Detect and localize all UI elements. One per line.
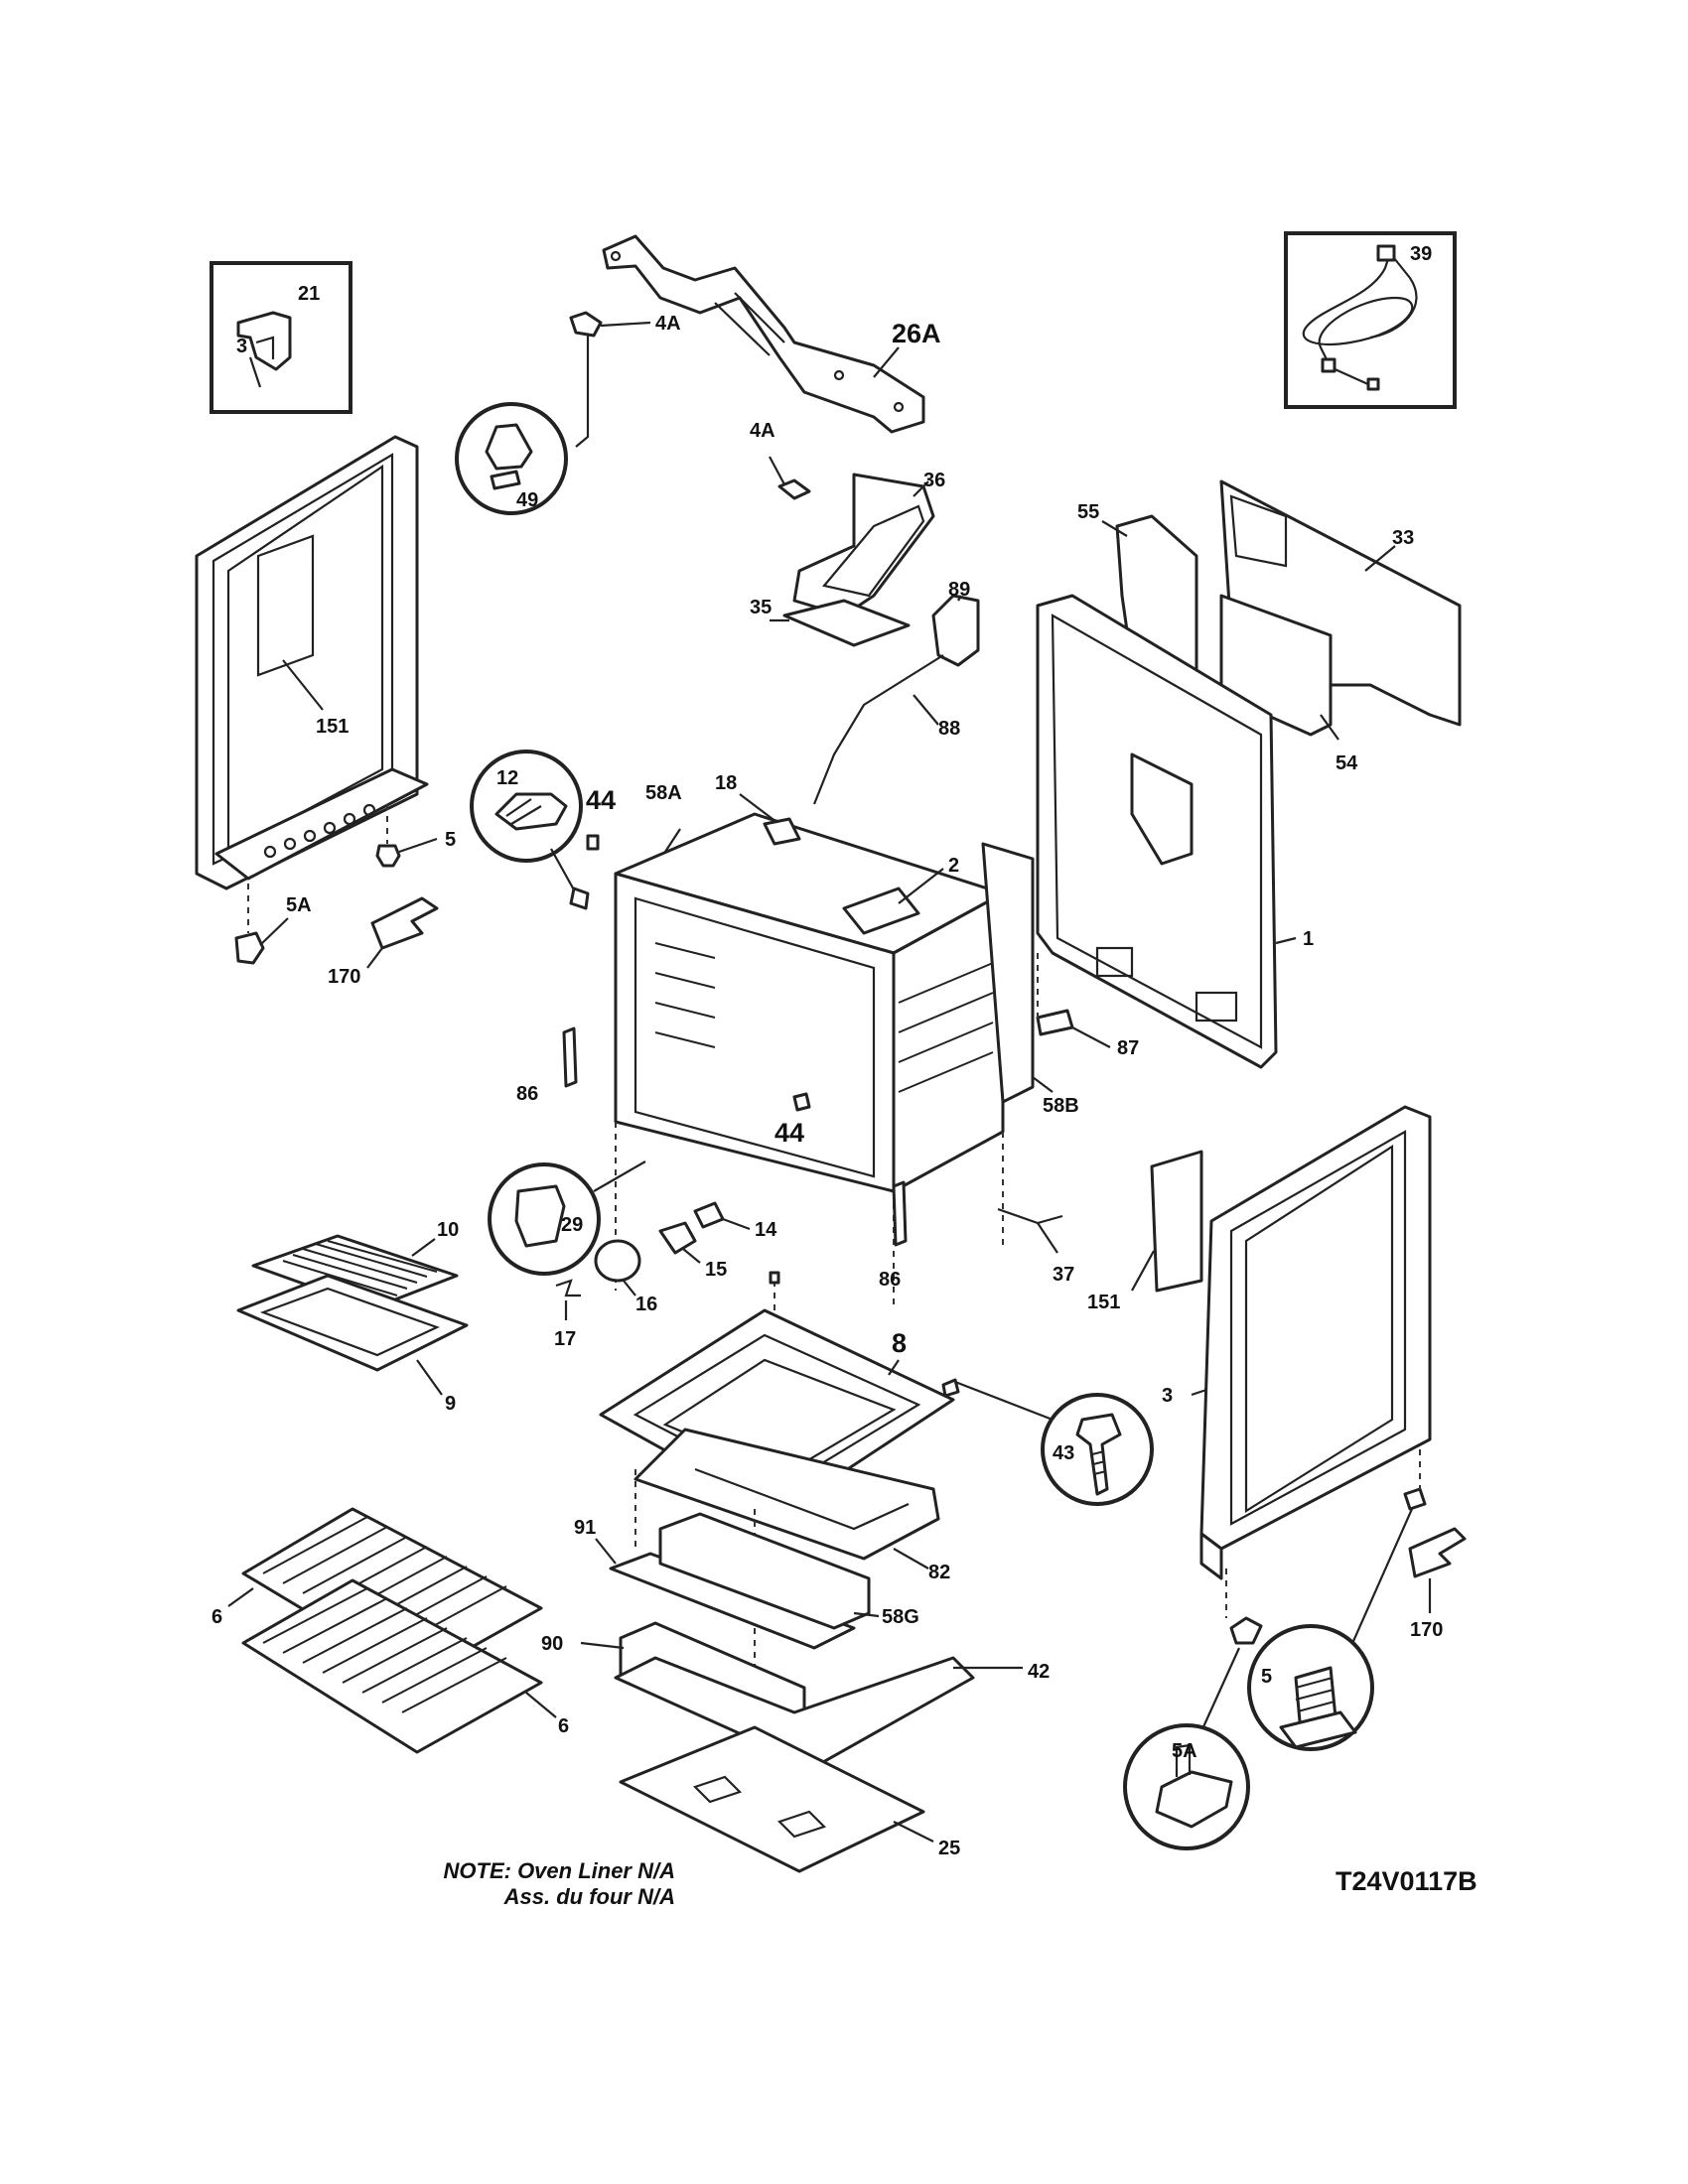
note-line-2: Ass. du four N/A: [503, 1884, 675, 1909]
label-29: 29: [561, 1214, 583, 1236]
label-86-left: 86: [516, 1083, 538, 1105]
label-6-top: 6: [211, 1606, 222, 1628]
label-12: 12: [496, 767, 518, 789]
label-90: 90: [541, 1633, 563, 1655]
label-25: 25: [938, 1838, 960, 1859]
label-36: 36: [923, 470, 945, 491]
label-33: 33: [1392, 527, 1414, 549]
label-5a-left: 5A: [286, 894, 312, 916]
label-170-left: 170: [328, 966, 360, 988]
diagram-note: NOTE: Oven Liner N/A Ass. du four N/A: [377, 1858, 675, 1910]
oven-racks: 6 6: [211, 1507, 569, 1754]
label-5-left: 5: [445, 829, 456, 851]
label-151-left: 151: [316, 716, 349, 738]
label-58b: 58B: [1043, 1095, 1079, 1117]
part-3-right-door: 3: [1162, 1105, 1432, 1580]
label-88: 88: [938, 718, 960, 740]
label-87: 87: [1117, 1037, 1139, 1059]
label-170-right: 170: [1410, 1619, 1443, 1641]
rack-top-wires: [262, 1516, 507, 1644]
broiler-pan: 10 9: [236, 1219, 469, 1415]
label-39: 39: [1410, 243, 1432, 265]
part-3-left-door: 3 151: [195, 336, 429, 890]
label-151-right: 151: [1087, 1292, 1120, 1313]
label-2: 2: [948, 855, 959, 877]
label-49: 49: [516, 489, 538, 511]
label-26a: 26A: [892, 319, 941, 348]
rack-bottom-wires: [262, 1587, 507, 1713]
label-21: 21: [298, 283, 320, 305]
label-10: 10: [437, 1219, 459, 1241]
label-18: 18: [715, 772, 737, 794]
feet-left: 5 5A 170: [234, 804, 456, 988]
parts-86-37-151-right: 86 37 151: [879, 1150, 1203, 1313]
label-58a: 58A: [645, 782, 682, 804]
label-17: 17: [554, 1328, 576, 1350]
label-16: 16: [635, 1294, 657, 1315]
label-44-top: 44: [586, 785, 616, 815]
label-37: 37: [1053, 1264, 1074, 1286]
label-4a-mid: 4A: [750, 420, 775, 442]
label-3-left: 3: [236, 336, 247, 357]
label-4a-top: 4A: [655, 313, 681, 335]
inset-box-21: 21: [210, 261, 352, 414]
zoom-49: 49: [455, 402, 568, 515]
zoom-43: 43: [941, 1378, 1154, 1506]
door-holes: [263, 803, 376, 859]
zoom-12: 12 44: [470, 750, 616, 910]
oven-cavity: 2 18 58A 58B: [614, 772, 1079, 1310]
part-44-bottom: 44: [774, 1092, 811, 1148]
diagram-code: T24V0117B: [1336, 1866, 1477, 1896]
label-35: 35: [750, 597, 772, 618]
label-9: 9: [445, 1393, 456, 1415]
note-line-1: NOTE: Oven Liner N/A: [443, 1858, 675, 1883]
label-5a-right: 5A: [1172, 1740, 1197, 1762]
label-1: 1: [1303, 928, 1314, 950]
label-14: 14: [755, 1219, 777, 1241]
label-3-right: 3: [1162, 1385, 1173, 1407]
label-82: 82: [928, 1562, 950, 1583]
drawer-assembly: 91 58G 90 42: [541, 1512, 1050, 1769]
label-8: 8: [892, 1328, 907, 1358]
label-43: 43: [1053, 1442, 1074, 1464]
label-89: 89: [948, 579, 970, 601]
part-25: 25: [619, 1725, 960, 1873]
label-44-bottom: 44: [774, 1118, 804, 1148]
label-58g: 58G: [882, 1606, 919, 1628]
inset-box-39: 39: [1284, 231, 1457, 409]
part-4a-top: 4A: [569, 311, 681, 448]
zoom-29: 29: [488, 1160, 646, 1276]
part-26a-bracket: 26A: [602, 234, 941, 434]
parts-89-88: 89 88: [812, 579, 980, 805]
label-15: 15: [705, 1259, 727, 1281]
label-55: 55: [1077, 501, 1099, 523]
parts-86-87: 86 87: [516, 953, 1139, 1105]
label-91: 91: [574, 1517, 596, 1539]
label-5-right: 5: [1261, 1666, 1272, 1688]
parts-36-35: 4A 36 35: [750, 420, 945, 647]
label-42: 42: [1028, 1661, 1050, 1683]
broiler-slots: [282, 1240, 438, 1297]
part-1-back-panel: 1: [1036, 594, 1314, 1069]
label-86-right: 86: [879, 1269, 901, 1291]
cavity-rack-guides: [654, 942, 994, 1093]
label-54: 54: [1336, 752, 1358, 774]
oven-light-assembly: 14 15 16 17: [554, 1201, 777, 1350]
label-6-bottom: 6: [558, 1715, 569, 1737]
feet-right: 170 5 5A: [1123, 1449, 1467, 1850]
